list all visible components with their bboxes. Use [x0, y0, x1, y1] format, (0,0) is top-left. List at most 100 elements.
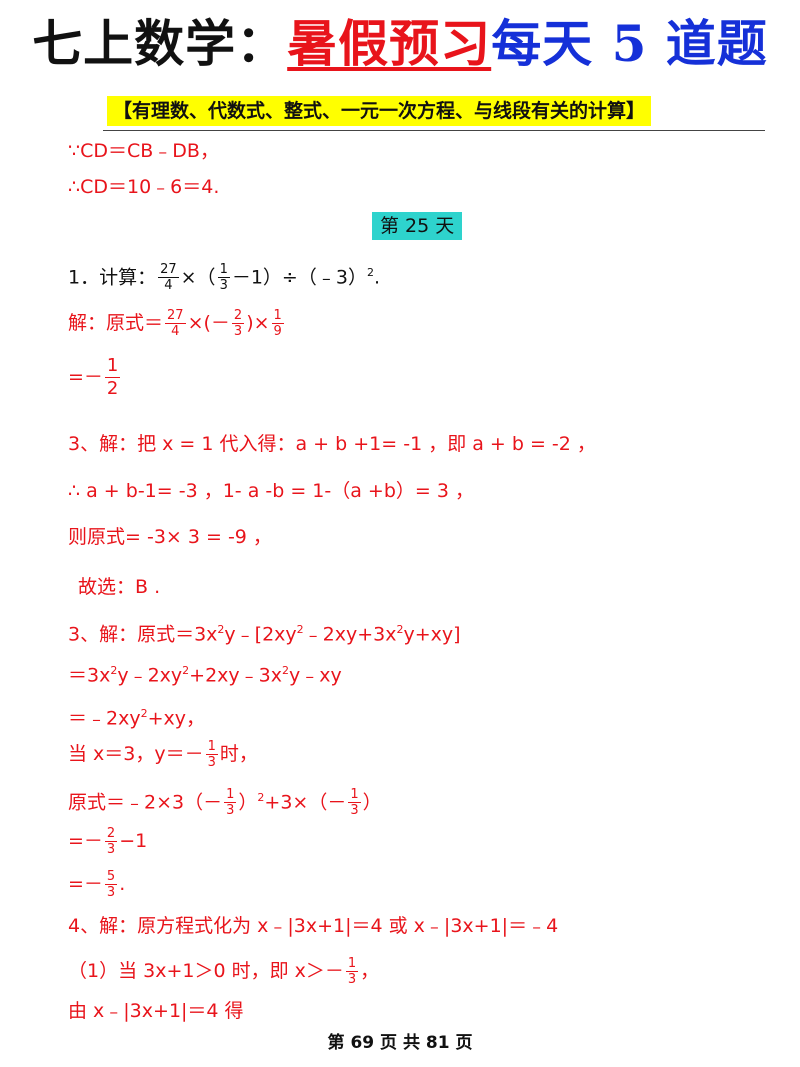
a1-f1-num: 27: [165, 308, 186, 324]
a3-line-1: 3、解：把 x = 1 代入得：a + b +1= -1 ，即 a + b = …: [68, 433, 596, 455]
q1-f1-num: 27: [158, 262, 179, 279]
a3b-l2b: y﹣2xy: [117, 664, 183, 687]
page-title: 七上数学：暑假预习每天 5 道题: [0, 14, 800, 74]
a3b-l7-den: 3: [106, 885, 116, 900]
a3b-l7-num: 5: [104, 869, 118, 885]
a3b-l2-sq3: 2: [282, 664, 290, 677]
a3b-l1b: y﹣[2xy: [224, 623, 297, 646]
header-divider: [103, 130, 765, 131]
q1-end: .: [373, 266, 380, 289]
a3-line-3: 则原式= -3× 3 = -9 ，: [68, 526, 272, 548]
a3b-l5d: ）: [362, 791, 382, 814]
a3b-l5-sq: 2: [257, 791, 265, 804]
q1-prefix: 1．计算：: [68, 266, 157, 289]
a3b-l1d: y+xy]: [403, 623, 461, 646]
a3b-l5-den2: 3: [350, 803, 359, 819]
a1-res-prefix: =－: [68, 366, 103, 388]
a3b-l5-num2: 1: [348, 787, 361, 804]
a3b-l4-den: 3: [207, 755, 216, 770]
page-footer: 第 69 页 共 81 页: [327, 1033, 473, 1053]
a3b-l5-num: 1: [224, 787, 237, 804]
a4-l2-den: 3: [347, 972, 357, 987]
a3b-l1-sq3: 2: [396, 623, 404, 636]
a3b-l1-sq1: 2: [217, 623, 225, 636]
a3b-l2-sq1: 2: [110, 664, 118, 677]
a1-res-num: 1: [104, 355, 121, 378]
a3b-l3-sq: 2: [140, 707, 148, 720]
a3b-l4b: 时，: [219, 743, 258, 765]
a3b-l7a: =－: [68, 873, 103, 895]
q1-mid2: －1）÷（﹣3）: [231, 266, 367, 289]
a3b-l6b: −1: [119, 830, 148, 852]
day-label: 第 25 天: [372, 212, 463, 240]
a3b-l2c: +2xy﹣3x: [189, 664, 283, 687]
a3b-l2a: ＝3x: [68, 664, 111, 687]
a3b-l6-den: 3: [106, 842, 116, 857]
a3b-l5c: +3×（－: [264, 791, 347, 814]
a1-f2-den: 3: [233, 324, 243, 339]
a3b-l7b: .: [119, 873, 126, 895]
a3b-l1c: ﹣2xy+3x: [303, 623, 397, 646]
a3b-l4-num: 1: [205, 739, 218, 755]
a3b-l3b: +xy，: [147, 707, 205, 730]
a3b-line-1: 3、解：原式＝3x2y﹣[2xy2﹣2xy+3x2y+xy]: [68, 617, 461, 647]
a3b-line-2: ＝3x2y﹣2xy2+2xy﹣3x2y﹣xy: [68, 658, 342, 688]
q1-mid1: ×（: [180, 266, 216, 289]
q1-exp: 2: [366, 266, 374, 279]
title-red: 暑假预习: [287, 14, 492, 73]
a4-line-1: 4、解：原方程式化为 x﹣|3x+1|＝4 或 x﹣|3x+1|＝﹣4: [68, 915, 559, 937]
a1-mid2: )×: [246, 312, 270, 334]
title-blue: 每天 5 道题: [491, 14, 768, 73]
a3b-l5b: ）: [238, 791, 258, 814]
a4-l2b: ，: [360, 960, 380, 982]
a1-f3-num: 1: [271, 308, 284, 324]
q1-f1-den: 4: [164, 278, 173, 294]
title-black: 七上数学：: [32, 14, 288, 73]
a3b-l5-den: 3: [226, 803, 235, 819]
cd-line-1: ∵CD＝CB﹣DB，: [68, 140, 219, 162]
a1-prefix: 解：原式＝: [68, 312, 164, 334]
a3b-l6a: =－: [68, 830, 103, 852]
a3-line-4: 故选：B .: [78, 576, 161, 598]
a3b-l1a: 3、解：原式＝3x: [68, 623, 218, 646]
q1-f2-den: 3: [219, 278, 228, 294]
a3b-l3a: ＝﹣2xy: [68, 707, 141, 730]
a1-mid1: ×(－: [187, 312, 230, 334]
a1-f1-den: 4: [171, 324, 180, 339]
a1-f3-den: 9: [273, 324, 282, 339]
a3-line-2: ∴ a + b-1= -3 ，1- a -b = 1-（a +b）= 3 ，: [68, 480, 474, 502]
a3b-l2-sq2: 2: [182, 664, 190, 677]
a3b-l1-sq2: 2: [296, 623, 304, 636]
a3b-l4a: 当 x＝3，y＝－: [68, 743, 204, 765]
a4-l2-num: 1: [345, 956, 359, 972]
subtitle-banner: 【有理数、代数式、整式、一元一次方程、与线段有关的计算】: [107, 96, 652, 126]
a1-f2-num: 2: [231, 308, 245, 324]
a3b-l2d: y﹣xy: [289, 664, 342, 687]
cd-line-2: ∴CD＝10﹣6＝4.: [68, 176, 220, 198]
a1-res-den: 2: [106, 378, 119, 399]
a3b-line-3: ＝﹣2xy2+xy，: [68, 701, 205, 731]
a4-l2a: （1）当 3x+1＞0 时，即 x＞－: [68, 960, 344, 982]
a3b-l5a: 原式＝﹣2×3（－: [68, 791, 223, 814]
a4-line-3: 由 x﹣|3x+1|＝4 得: [68, 1000, 244, 1022]
